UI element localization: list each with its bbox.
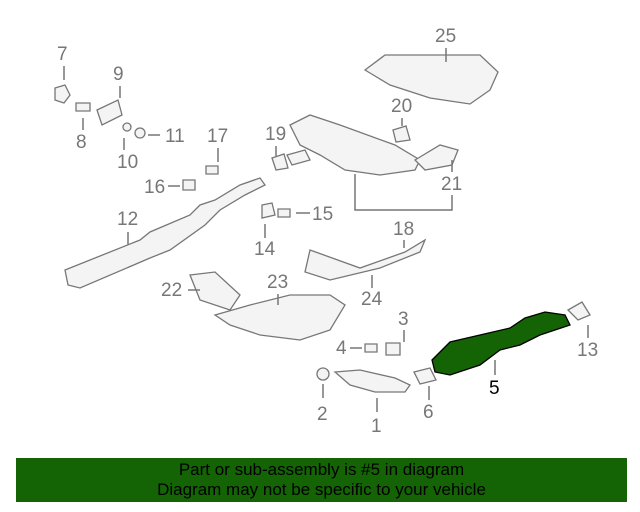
callout-6[interactable]: 6 <box>423 402 434 423</box>
callout-11[interactable]: 11 <box>165 126 185 147</box>
callout-25[interactable]: 25 <box>435 26 456 47</box>
muffler-assembly <box>286 114 459 176</box>
banner-line-1: Part or sub-assembly is #5 in diagram <box>178 460 465 479</box>
callout-24[interactable]: 24 <box>361 289 383 310</box>
banner-line-2: Diagram may not be specific to your vehi… <box>157 480 486 499</box>
callout-7[interactable]: 7 <box>57 44 68 65</box>
callout-3[interactable]: 3 <box>398 309 409 330</box>
callout-10[interactable]: 10 <box>117 152 138 173</box>
callout-1[interactable]: 1 <box>371 416 382 437</box>
callout-5[interactable]: 5 <box>489 378 500 399</box>
callout-12[interactable]: 12 <box>117 209 138 230</box>
callout-13[interactable]: 13 <box>577 340 598 361</box>
callout-23[interactable]: 23 <box>267 272 288 293</box>
callout-17[interactable]: 17 <box>207 126 228 147</box>
callout-15[interactable]: 15 <box>312 204 333 225</box>
muffler-part-5[interactable] <box>431 311 571 376</box>
callout-21[interactable]: 21 <box>441 174 462 195</box>
callout-20[interactable]: 20 <box>391 96 412 117</box>
heat-shield-25 <box>363 54 499 105</box>
callout-22[interactable]: 22 <box>161 280 182 301</box>
callout-14[interactable]: 14 <box>254 239 276 260</box>
callout-18[interactable]: 18 <box>393 219 414 240</box>
callout-16[interactable]: 16 <box>144 177 165 198</box>
callout-2[interactable]: 2 <box>317 404 328 425</box>
callout-9[interactable]: 9 <box>113 64 124 85</box>
info-banner: Part or sub-assembly is #5 in diagram Di… <box>16 458 627 502</box>
callout-19[interactable]: 19 <box>265 124 286 145</box>
front-pipe-12 <box>64 177 266 289</box>
small-parts <box>54 84 591 393</box>
callout-8[interactable]: 8 <box>76 132 87 153</box>
leader-lines <box>63 48 589 412</box>
callout-4[interactable]: 4 <box>336 338 347 359</box>
